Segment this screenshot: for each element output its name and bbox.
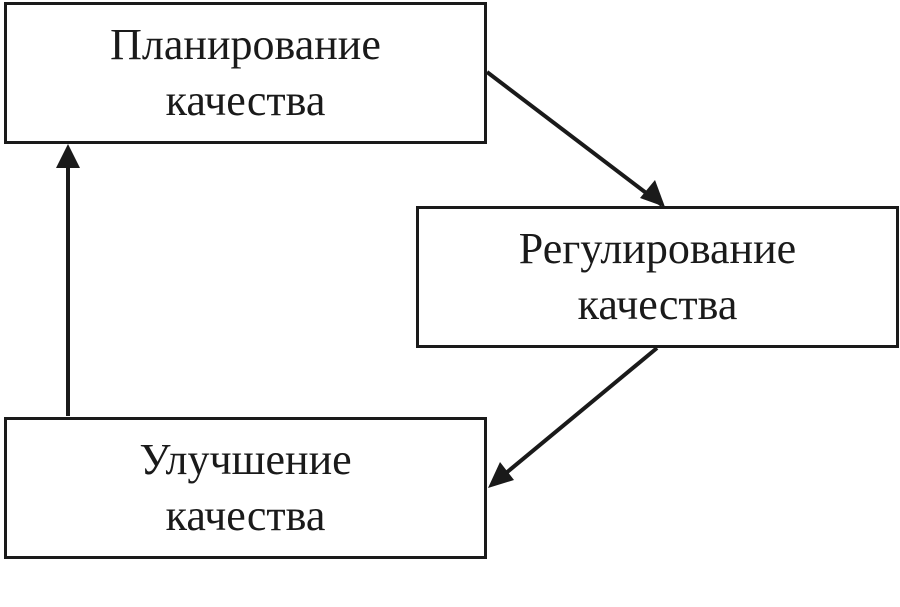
- node-regulation-line-1: Регулирование: [518, 224, 797, 273]
- node-planning-quality: Планирование качества: [4, 2, 487, 144]
- arrow-regulation-to-improvement: [498, 346, 659, 480]
- arrowhead-planning-to-regulation: [640, 180, 665, 207]
- node-planning-line-1: Планирование: [110, 20, 381, 69]
- node-regulation-line-2: качества: [577, 280, 738, 329]
- node-regulation-quality: Регулирование качества: [416, 206, 899, 348]
- node-improvement-line-1: Улучшение: [139, 435, 352, 484]
- node-planning-line-2: качества: [165, 76, 326, 125]
- node-improvement-quality: Улучшение качества: [4, 417, 487, 559]
- arrowhead-regulation-to-improvement: [488, 462, 514, 488]
- node-improvement-line-2: качества: [165, 491, 326, 540]
- arrow-planning-to-regulation: [485, 70, 664, 207]
- arrowhead-improvement-to-planning: [56, 144, 80, 168]
